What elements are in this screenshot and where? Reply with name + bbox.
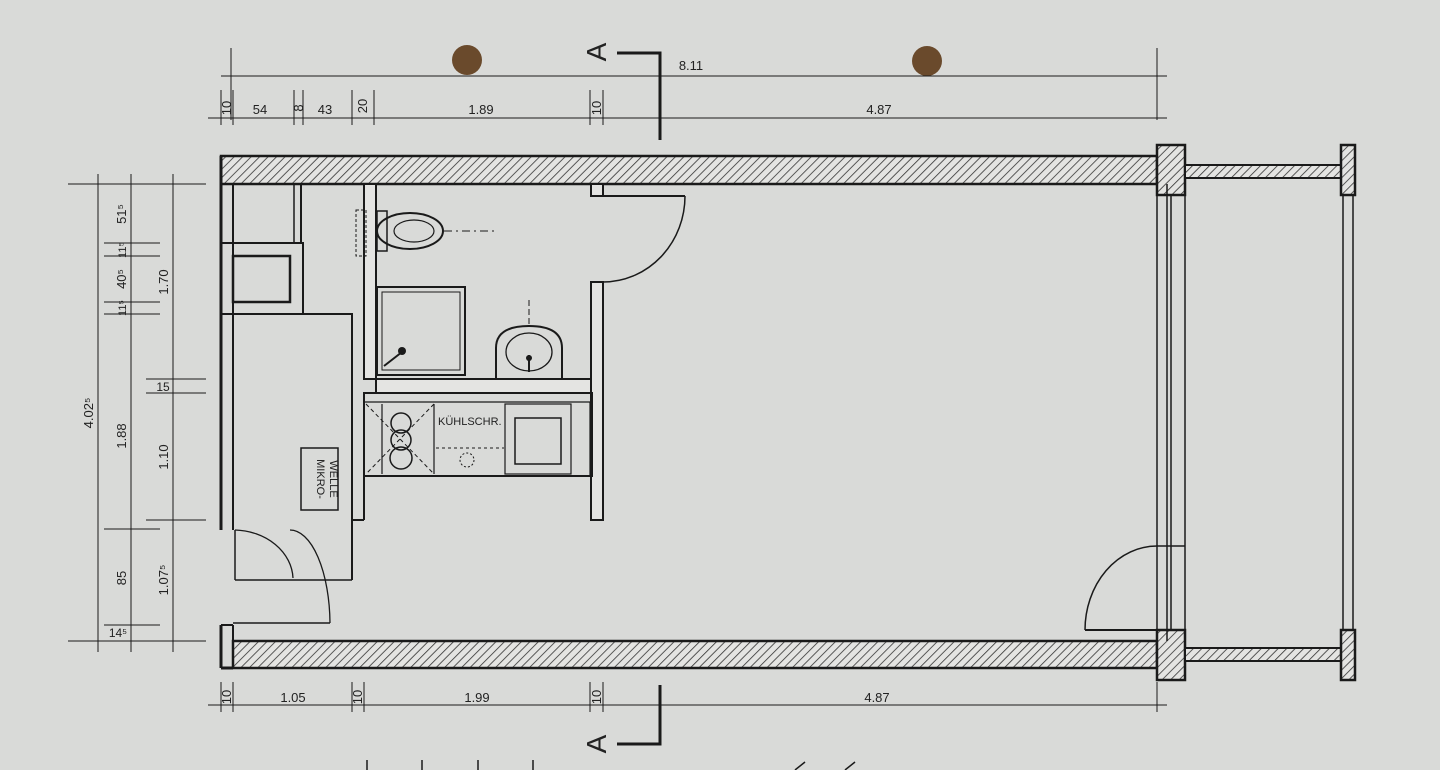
dim-left-second: 1.88 (114, 423, 129, 448)
dim-left-1: 51⁵ (114, 204, 129, 224)
washbasin (495, 300, 563, 378)
dim-left-total: 4.02⁵ (81, 398, 96, 429)
dim-left-6: 14⁵ (109, 626, 127, 640)
dim-left-5: 85 (114, 571, 129, 585)
dim-left-4: 11⁵ (117, 300, 129, 316)
section-marker-bottom-label: A (581, 734, 612, 753)
entrance-door (233, 529, 352, 624)
dim-top-7: 10 (589, 101, 604, 115)
dim-top-4: 43 (318, 102, 332, 117)
hob (365, 403, 435, 475)
dim-bottom-2: 1.05 (280, 690, 305, 705)
dim-mid-4: 1.07⁵ (156, 565, 171, 596)
microwave-label-line2: WELLE (327, 460, 339, 497)
section-marker-top: A (581, 42, 662, 140)
dim-bottom-5: 10 (589, 690, 604, 704)
microwave: MIKRO- WELLE (300, 447, 339, 511)
dimension-lines (68, 48, 1167, 712)
balcony-door (1084, 545, 1185, 631)
punch-hole-right (912, 46, 942, 76)
dim-bottom-4: 1.99 (464, 690, 489, 705)
dim-top-6: 1.89 (468, 102, 493, 117)
dim-top-total: 8.11 (679, 58, 703, 73)
section-marker-top-label: A (581, 42, 612, 61)
dim-top-5: 20 (355, 99, 370, 113)
dim-top-8: 4.87 (866, 102, 891, 117)
dim-mid-2: 15 (156, 380, 170, 394)
dim-bottom-1: 10 (219, 690, 234, 704)
dim-left-3: 40⁵ (114, 269, 129, 289)
toilet (355, 209, 494, 257)
next-drawing-edge (366, 760, 856, 770)
dimension-labels: 8.11 10 54 8 43 20 1.89 10 4.87 10 1.05 … (81, 58, 892, 705)
punch-hole-left (452, 45, 482, 75)
microwave-label-line1: MIKRO- (314, 459, 326, 499)
dim-bottom-6: 4.87 (864, 690, 889, 705)
window-facade (1156, 184, 1186, 641)
fridge-label: KÜHLSCHR. (438, 416, 502, 428)
dim-mid-1: 1.70 (156, 269, 171, 294)
dim-top-1: 10 (219, 101, 234, 115)
kitchenette: KÜHLSCHR. (363, 392, 593, 477)
shower-tray (376, 286, 466, 376)
dim-left-2: 11⁵ (117, 242, 129, 258)
interior-walls (220, 183, 604, 580)
bathroom-door (602, 195, 686, 283)
balcony (1184, 143, 1357, 682)
dim-mid-3: 1.10 (156, 444, 171, 469)
dim-bottom-3: 10 (350, 690, 365, 704)
dim-top-2: 54 (253, 102, 267, 117)
exterior-walls (219, 143, 1187, 682)
dim-top-3: 8 (291, 104, 306, 111)
